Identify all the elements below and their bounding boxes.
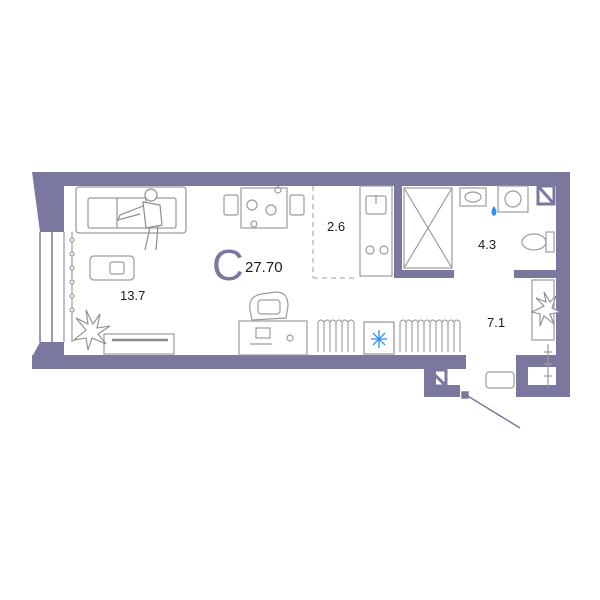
door-leaf [465, 394, 521, 429]
burner-2 [379, 245, 389, 255]
person-head [144, 188, 158, 202]
table-top [240, 187, 288, 229]
armchair-seat [257, 299, 281, 315]
radiator-coils-1 [317, 322, 355, 352]
shaft-top-right-diag [536, 185, 556, 205]
plate-1 [246, 199, 258, 211]
wm-door [504, 190, 522, 208]
wall-left-upper [32, 172, 64, 232]
radiator-bottom-left [317, 319, 355, 352]
wall-bath-left [394, 186, 402, 276]
snowflake-icon [363, 321, 395, 355]
radiator-left [69, 232, 75, 342]
person-body [142, 201, 163, 229]
tv-unit-icon [103, 333, 175, 355]
rug-outer [89, 255, 135, 281]
shafts [428, 184, 556, 388]
cup-2 [250, 220, 258, 228]
hallway-area-label: 7.1 [487, 315, 506, 330]
sink-outer [459, 187, 487, 207]
armchair-icon [249, 291, 289, 321]
tv-cabinet [103, 333, 175, 355]
sofa-seat [87, 197, 177, 229]
drop [491, 206, 497, 216]
plant-hallway-icon [530, 291, 562, 327]
plant-icon [72, 309, 111, 351]
wall-right-lower-base [516, 385, 556, 397]
rad-dot-4 [69, 279, 75, 285]
mouse [286, 334, 294, 342]
shaft-top-right [536, 184, 556, 206]
wm-body [497, 185, 529, 213]
monitor [255, 327, 271, 339]
rad-dot-5 [69, 293, 75, 299]
bathroom-area-label: 4.3 [478, 237, 497, 252]
sink-icon [459, 187, 487, 207]
chair-left [223, 194, 239, 216]
wall-left-lower [32, 342, 64, 357]
desk-top [238, 320, 308, 356]
shaft-bottom-diag [428, 368, 448, 388]
rad-dot-6 [69, 307, 75, 313]
kitchen-area-label: 2.6 [327, 219, 346, 234]
wall-bottom-main [32, 355, 466, 369]
bench [485, 371, 515, 389]
rug-item [109, 261, 125, 275]
wall-bottom-step-base [424, 385, 460, 397]
total-area-label: 27.70 [245, 259, 283, 276]
toilet-tank [545, 231, 555, 253]
rad-dot-2 [69, 251, 75, 257]
flake-4 [372, 332, 386, 346]
radiator-coils-2 [399, 322, 461, 352]
counter [359, 185, 393, 277]
rad-dot-1 [69, 237, 75, 243]
sink-bowl [464, 191, 482, 203]
armchair-shape [249, 291, 289, 321]
plant-leaves [72, 309, 111, 351]
washing-machine-icon [497, 185, 529, 213]
burner-1 [365, 245, 375, 255]
person-arm [116, 205, 144, 221]
radiator-bottom-right [399, 319, 461, 352]
radiator-coil-top-2 [399, 319, 461, 323]
radiator-coil-top-1 [317, 319, 355, 323]
kitchen-boundary [312, 186, 357, 279]
walls [32, 172, 570, 397]
toilet-icon [521, 231, 555, 253]
shower-icon [403, 187, 453, 269]
shaft-bottom [428, 368, 448, 388]
rad-dot-3 [69, 265, 75, 271]
person-leg [144, 225, 159, 251]
dining-table-icon [223, 186, 305, 229]
person-icon [116, 188, 163, 251]
shoe-bench-icon [485, 371, 515, 389]
window-left [39, 232, 65, 342]
desk-icon [238, 320, 308, 356]
sofa-outer [75, 186, 187, 234]
plant-hall-leaves [530, 291, 562, 327]
kitchen-counter [359, 185, 393, 277]
apartment-type-letter: C [212, 241, 244, 290]
wall-bath-bottom [394, 270, 454, 278]
wall-bath-bottom-right [514, 270, 556, 278]
cup-1 [274, 186, 282, 194]
freezer-box [363, 321, 395, 355]
plate-2 [265, 204, 277, 216]
radiator-right [544, 344, 552, 388]
rug-icon [89, 255, 135, 281]
sofa-icon [75, 186, 187, 234]
toilet-bowl [521, 233, 547, 251]
entrance-door-icon [461, 391, 521, 429]
water-drop-icon [491, 206, 497, 216]
wall-top [32, 172, 570, 186]
door-hinge [461, 391, 469, 399]
chair-right [289, 194, 305, 216]
shower-tray [403, 187, 453, 269]
living-area-label: 13.7 [120, 288, 146, 303]
shower-diag-2 [403, 187, 453, 269]
wall-right [556, 172, 570, 397]
